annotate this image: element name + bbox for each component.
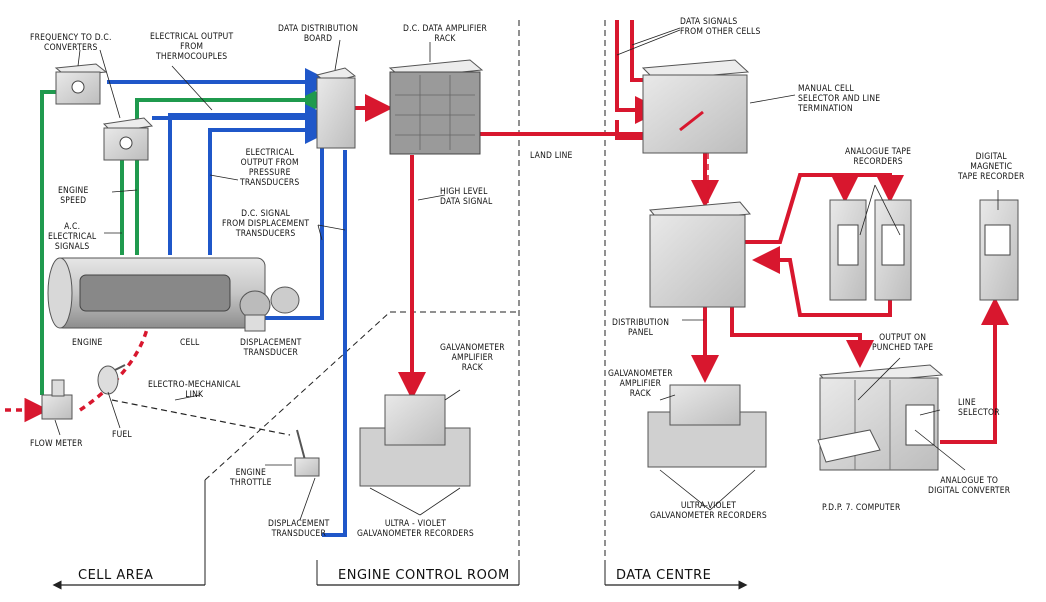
label-engine: ENGINE <box>72 338 103 348</box>
manual-cell-selector <box>641 59 750 154</box>
label-land-line: LAND LINE <box>530 151 573 161</box>
engine-cell <box>47 257 300 332</box>
fuel-device <box>97 364 126 395</box>
label-uv-galv-2: ULTRA - VIOLET GALVANOMETER RECORDERS <box>357 519 474 539</box>
dc-amplifier-rack <box>388 59 484 155</box>
flow-meter <box>41 379 73 420</box>
label-dc-amp-rack: D.C. DATA AMPLIFIER RACK <box>403 24 488 44</box>
label-disp-transducer-1: DISPLACEMENT TRANSDUCER <box>240 338 302 358</box>
area-data-centre: DATA CENTRE <box>616 568 712 583</box>
mechanical-link <box>111 399 291 436</box>
data-distribution-board <box>315 67 357 149</box>
label-digital-tape: DIGITAL MAGNETIC TAPE RECORDER <box>958 152 1025 182</box>
digital-tape-recorder <box>979 199 1019 301</box>
distribution-panel <box>649 201 751 308</box>
label-pdp7: P.D.P. 7. COMPUTER <box>822 503 901 513</box>
label-line-selector: LINE SELECTOR <box>958 398 1000 418</box>
blue-signal-lines <box>107 68 347 537</box>
label-dc-signal-disp: D.C. SIGNAL FROM DISPLACEMENT TRANSDUCER… <box>222 209 310 239</box>
leader-lines <box>54 27 999 521</box>
frequency-converter-top <box>54 63 108 105</box>
galvanometer-rack-control-room <box>359 394 471 487</box>
label-galv-amp-rack-2: GALVANOMETER AMPLIFIER RACK <box>608 369 673 399</box>
engine-throttle <box>294 429 320 477</box>
label-ac-signals: A.C. ELECTRICAL SIGNALS <box>48 222 97 252</box>
label-engine-throttle: ENGINE THROTTLE <box>230 468 272 488</box>
label-high-level: HIGH LEVEL DATA SIGNAL <box>440 187 493 207</box>
pdp7-computer <box>817 364 944 471</box>
label-analogue-tape: ANALOGUE TAPE RECORDERS <box>845 147 912 167</box>
label-fuel: FUEL <box>112 430 132 440</box>
label-output-punched: OUTPUT ON PUNCHED TAPE <box>872 333 934 353</box>
analogue-tape-recorder-1 <box>829 199 867 301</box>
label-uv-galv-1: ULTRA-VIOLET GALVANOMETER RECORDERS <box>650 501 767 521</box>
label-freq-converters: FREQUENCY TO D.C. CONVERTERS <box>30 33 112 53</box>
label-elec-output-pressure: ELECTRICAL OUTPUT FROM PRESSURE TRANSDUC… <box>240 148 300 188</box>
label-manual-cell-selector: MANUAL CELL SELECTOR AND LINE TERMINATIO… <box>798 84 881 114</box>
label-flow-meter: FLOW METER <box>30 439 83 449</box>
area-engine-control-room: ENGINE CONTROL ROOM <box>338 568 510 583</box>
label-elec-mech-link: ELECTRO-MECHANICAL LINK <box>148 380 241 400</box>
label-elec-output-thermo: ELECTRICAL OUTPUT FROM THERMOCOUPLES <box>150 32 234 62</box>
label-data-signals-other: DATA SIGNALS FROM OTHER CELLS <box>680 17 761 37</box>
label-analogue-digital: ANALOGUE TO DIGITAL CONVERTER <box>928 476 1011 496</box>
frequency-converter-bottom <box>102 117 154 161</box>
galvanometer-rack-data-centre <box>647 384 767 468</box>
label-dist-panel: DISTRIBUTION PANEL <box>612 318 670 338</box>
label-cell: CELL <box>180 338 200 348</box>
analogue-tape-recorder-2 <box>874 199 912 301</box>
label-engine-speed: ENGINE SPEED <box>58 186 89 206</box>
label-galv-amp-rack-1: GALVANOMETER AMPLIFIER RACK <box>440 343 505 373</box>
area-cell: CELL AREA <box>78 568 154 583</box>
label-data-dist-board: DATA DISTRIBUTION BOARD <box>278 24 359 44</box>
label-disp-transducer-2: DISPLACEMENT TRANSDUCER <box>268 519 330 539</box>
